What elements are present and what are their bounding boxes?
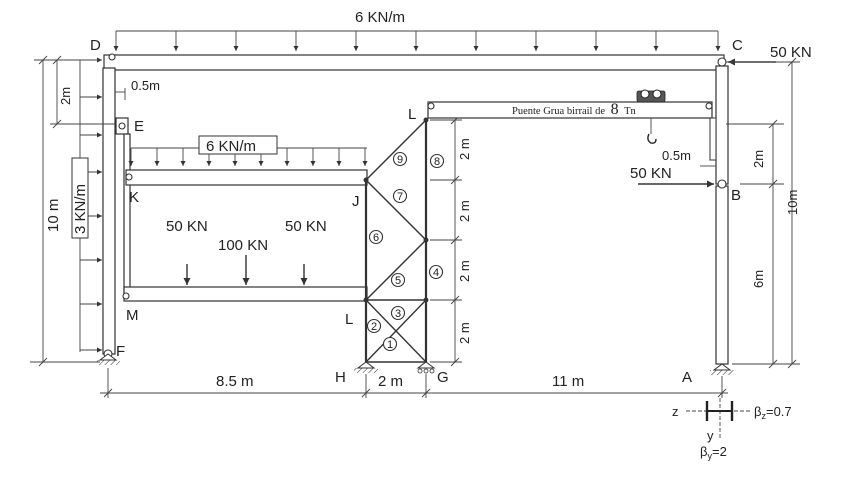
member-2-label: 2 [371,321,377,333]
node-k-label: K [129,189,139,206]
column-load-label: 3 KN/m [72,184,89,234]
member-8-label: 8 [434,156,440,168]
support-f [98,353,118,361]
support-g-roller-3 [429,368,435,374]
bottom-dimensions [100,368,728,398]
hinge-d [108,53,116,61]
point-load-right-label: 50 KN [285,218,327,235]
beam-distributed-load [128,147,368,166]
node-e-label: E [134,118,144,135]
beta-z-label: βz=0.7 [754,404,792,421]
member-7-label: 7 [397,191,403,203]
left-dimensions [30,55,120,367]
point-load-c-label: 50 KN [770,44,812,61]
dim-offset-left: 0.5m [131,78,160,93]
support-h [356,361,376,369]
member-9-label: 9 [397,154,403,166]
node-l-lower-label: L [345,311,353,328]
right-column-upper [715,65,729,185]
left-column-df [102,67,116,355]
node-c-label: C [732,37,743,54]
support-g [416,361,436,369]
node-j-label: J [352,193,360,210]
top-distributed-load [113,30,721,51]
node-h-label: H [335,369,346,386]
dim-bottom-11m: 11 m [552,373,584,390]
point-load-b-label: 50 KN [630,165,672,182]
node-a-label: A [682,369,692,386]
hinge-e [118,122,126,130]
support-f-hatch [96,360,120,365]
member-8-circle [429,153,445,169]
section-detail [686,398,752,440]
dim-right-6m: 6m [751,270,766,288]
dim-bottom-8-5m: 8.5 m [216,373,254,390]
member-4-label: 4 [433,267,439,279]
beam-load-box [198,135,278,155]
node-g-label: G [437,369,449,386]
member-3-circle [390,305,406,321]
member-3-label: 3 [395,308,401,320]
beam-load-label: 6 KN/m [206,138,256,155]
member-2-circle [366,318,382,334]
member-6-label: 6 [373,232,379,244]
dim-offset-right: 0.5m [662,148,691,163]
member-5-circle [390,272,406,288]
column-load-box [71,157,89,239]
point-load-left-label: 50 KN [166,218,208,235]
section-z-axis: z [672,404,679,419]
member-4-circle [428,264,444,280]
node-l-top-label: L [408,106,416,123]
dim-left-2m: 2m [58,87,73,105]
truss-dimensions [430,115,462,367]
support-a [712,363,732,371]
hinge-m [122,292,130,300]
beta-y-label: βy=2 [700,444,727,461]
beam-kj [125,169,368,186]
truss [363,117,429,363]
section-y-axis: y [707,428,714,443]
dim-truss-2m-1: 2 m [457,138,472,160]
hinge-k [125,173,133,181]
member-1-label: 1 [387,339,393,351]
hinge-crane-right [705,102,713,110]
member-7-circle [392,188,408,204]
top-load-label: 6 KN/m [355,9,405,26]
dim-truss-2m-3: 2 m [457,260,472,282]
corbel-right [709,117,717,161]
beam-ml [123,286,368,302]
member-6-circle [368,229,384,245]
node-d-label: D [90,37,101,54]
member-1-circle [382,336,398,352]
support-g-roller-1 [417,368,423,374]
dim-truss-2m-4: 2 m [457,322,472,344]
crane-label: Puente Grua birrail de 8 Tn [512,101,636,118]
right-dimensions [726,57,800,369]
inner-column-em [123,133,131,297]
crane-trolley-icon [636,89,666,144]
dim-right-10m: 10m [785,190,800,215]
member-9-circle [392,151,408,167]
crane-beam [427,101,713,119]
hinge-b [717,179,727,189]
dim-right-2m: 2m [751,150,766,168]
support-g-roller-2 [423,368,429,374]
dim-bottom-2m: 2 m [378,373,403,390]
node-b-label: B [731,187,741,204]
top-beam-dc [103,54,725,71]
dim-left-10m: 10 m [45,199,62,232]
right-column-lower [715,185,729,365]
hinge-c [717,57,727,67]
node-m-label: M [126,307,139,324]
node-f-label: F [116,343,125,360]
point-load-center-label: 100 KN [218,237,268,254]
hinge-crane-left [427,102,435,110]
member-5-label: 5 [395,275,401,287]
dim-truss-2m-2: 2 m [457,200,472,222]
support-a-hatch [710,370,734,375]
support-h-hatch [354,368,378,373]
